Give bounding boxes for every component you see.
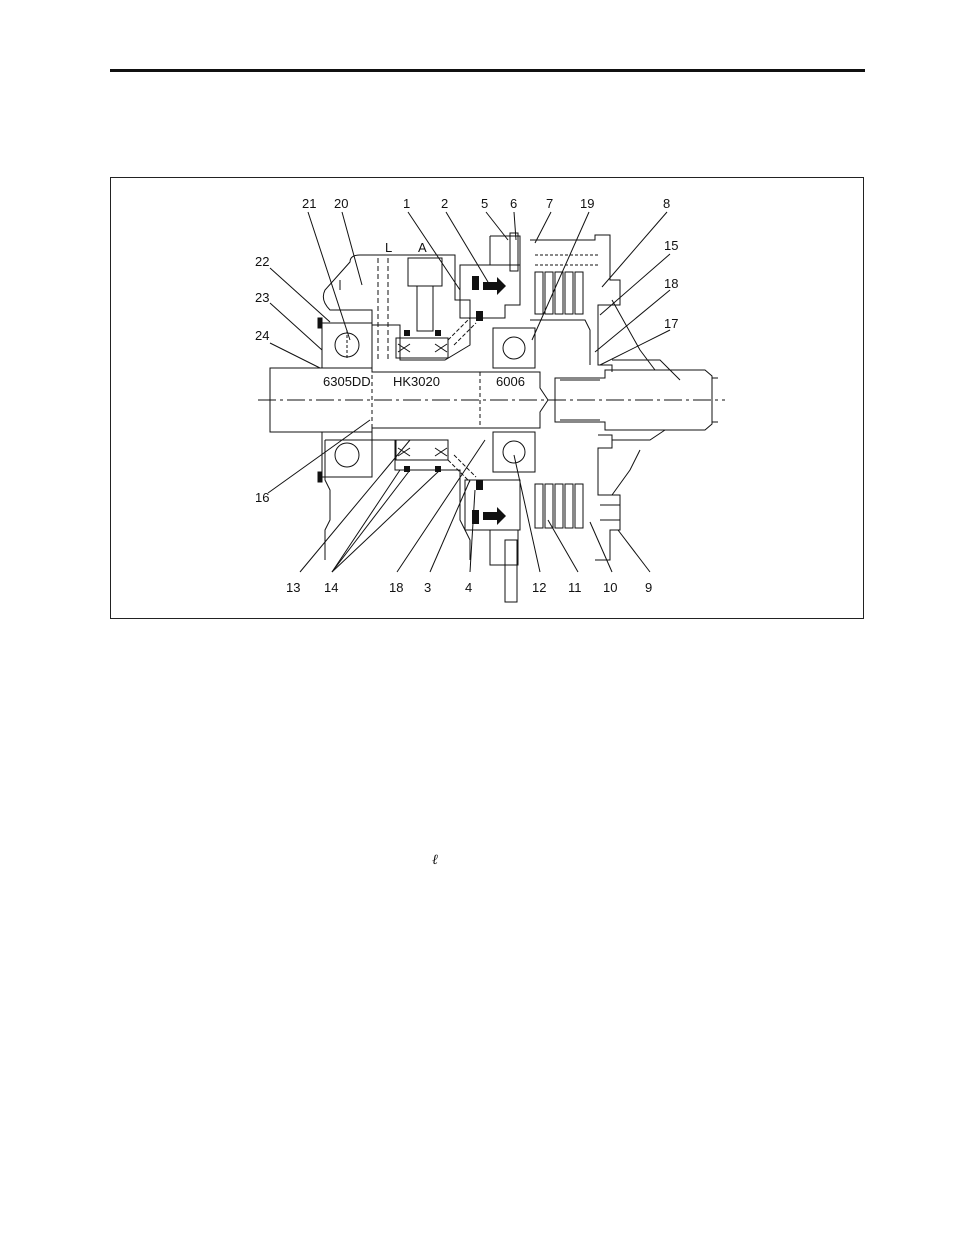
callout-17: 17 — [664, 316, 678, 331]
callout-3: 3 — [424, 580, 431, 595]
bearing-label-center: HK3020 — [393, 374, 440, 389]
callout-21: 21 — [302, 196, 316, 211]
callout-4: 4 — [465, 580, 472, 595]
port-label-l: L — [385, 240, 392, 255]
callout-5: 5 — [481, 196, 488, 211]
callout-24: 24 — [255, 328, 269, 343]
callouts-top: 21 20 1 2 5 6 7 19 8 — [302, 196, 670, 211]
piston-lower — [464, 479, 521, 531]
oil-passage — [447, 317, 477, 483]
callout-10: 10 — [603, 580, 617, 595]
housing-upper — [322, 254, 471, 361]
callout-2: 2 — [441, 196, 448, 211]
housing-lower — [324, 439, 471, 560]
piston-upper — [459, 264, 521, 319]
callout-12: 12 — [532, 580, 546, 595]
clutch-drum — [530, 234, 621, 561]
port-a-plug — [407, 257, 443, 287]
callout-14: 14 — [324, 580, 338, 595]
callout-6: 6 — [510, 196, 517, 211]
callouts-left: 22 23 24 16 — [255, 254, 269, 505]
callout-18-bottom: 18 — [389, 580, 403, 595]
callout-11: 11 — [568, 580, 582, 595]
callout-1: 1 — [403, 196, 410, 211]
bearing-6006-lower — [492, 431, 536, 473]
callouts-bottom: 13 14 18 3 4 12 11 10 9 — [286, 580, 652, 595]
callout-8: 8 — [663, 196, 670, 211]
figure-frame — [110, 177, 864, 619]
callout-20: 20 — [334, 196, 348, 211]
callout-19: 19 — [580, 196, 594, 211]
port-label-a: A — [418, 240, 427, 255]
callout-22: 22 — [255, 254, 269, 269]
bearing-6006-upper — [492, 327, 536, 369]
callout-15: 15 — [664, 238, 678, 253]
bearing-6305dd-upper — [321, 322, 373, 369]
callout-18-right: 18 — [664, 276, 678, 291]
bearing-label-left: 6305DD — [323, 374, 371, 389]
seals — [404, 276, 483, 524]
output-shaft — [554, 369, 713, 431]
leader-lines — [267, 211, 671, 573]
script-l-glyph: ℓ — [432, 852, 438, 868]
bearing-label-right: 6006 — [496, 374, 525, 389]
pressure-arrow-lower — [483, 507, 506, 525]
bearing-6305dd-lower — [321, 431, 373, 478]
clutch-plates-lower — [534, 483, 584, 529]
header-rule — [110, 69, 865, 72]
pressure-arrow-upper — [483, 277, 506, 295]
bearing-hk3020-lower — [395, 439, 449, 461]
callout-7: 7 — [546, 196, 553, 211]
callouts-right: 15 18 17 — [664, 238, 678, 331]
callout-9: 9 — [645, 580, 652, 595]
callout-13: 13 — [286, 580, 300, 595]
callout-16: 16 — [255, 490, 269, 505]
callout-23: 23 — [255, 290, 269, 305]
bearing-hk3020-upper — [395, 337, 449, 359]
